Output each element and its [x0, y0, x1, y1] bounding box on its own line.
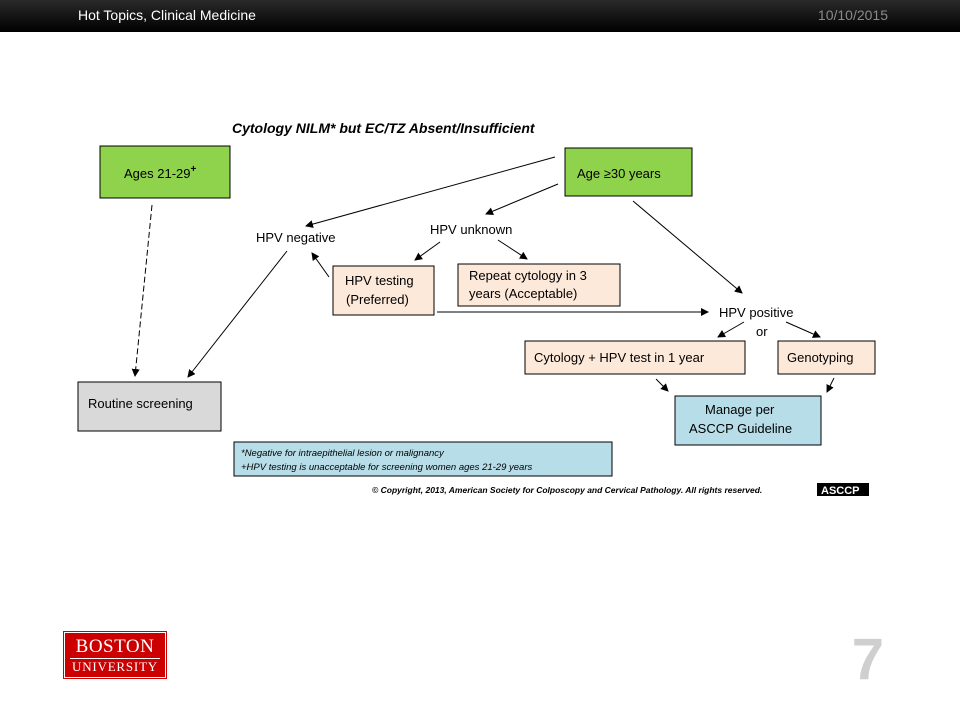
age-30-label: Age ≥30 years — [577, 166, 661, 181]
arrow-unknown-repeat — [497, 239, 528, 260]
diagram-title: Cytology NILM* but EC/TZ Absent/Insuffic… — [232, 120, 536, 136]
logo-line-boston: BOSTON — [75, 636, 155, 657]
hpv-positive-label: HPV positive — [719, 305, 793, 320]
hpv-testing-label: HPV testing — [345, 273, 414, 288]
header-bar: Hot Topics, Clinical Medicine 10/10/2015 — [0, 0, 960, 32]
asccp-logo: ASCCP — [817, 483, 869, 497]
hpv-negative-label: HPV negative — [256, 230, 336, 245]
arrow-hpvpos-cytology — [717, 321, 745, 338]
routine-screening-label: Routine screening — [88, 396, 193, 411]
repeat-cytology-box — [457, 263, 621, 307]
footnote-box — [233, 441, 613, 477]
flowchart-diagram: Cytology NILM* but EC/TZ Absent/Insuffic… — [0, 100, 960, 500]
arrow-unknown-testing — [414, 241, 441, 261]
age-30-box — [564, 147, 693, 197]
arrow-genotyping-manage — [826, 377, 835, 393]
genotyping-label: Genotyping — [787, 350, 854, 365]
boston-university-logo: BOSTON UNIVERSITY — [64, 632, 166, 678]
hpv-unknown-label: HPV unknown — [430, 222, 512, 237]
ages-21-29-box — [99, 145, 231, 199]
presentation-date: 10/10/2015 — [817, 7, 888, 23]
repeat-cytology-acceptable-label: years (Acceptable) — [469, 286, 577, 301]
routine-screening-box — [77, 381, 222, 432]
hpv-testing-preferred-label: (Preferred) — [346, 292, 409, 307]
arrow-testing-hpvneg — [311, 252, 330, 278]
manage-asccp-box — [674, 395, 822, 446]
footnote-nilm: *Negative for intraepithelial lesion or … — [241, 448, 445, 459]
asccp-guideline-label: ASCCP Guideline — [689, 421, 792, 436]
or-label: or — [756, 324, 768, 339]
arrow-cytology-manage — [655, 378, 669, 392]
arrow-age30-hpvunknown — [485, 183, 559, 215]
slide-number: 7 — [851, 627, 884, 692]
arrow-age30-hpvneg — [305, 156, 556, 228]
arrow-ages21-routine — [131, 204, 153, 377]
manage-label: Manage per — [705, 402, 775, 417]
copyright-text: © Copyright, 2013, American Society for … — [372, 485, 762, 495]
cytology-hpv-box — [524, 340, 746, 375]
arrow-hpvneg-routine — [187, 250, 288, 378]
footnote-hpv-21-29: +HPV testing is unacceptable for screeni… — [241, 462, 532, 473]
presentation-title: Hot Topics, Clinical Medicine — [78, 7, 256, 23]
repeat-cytology-label: Repeat cytology in 3 — [469, 268, 587, 283]
arrow-age30-hpvpos — [632, 200, 743, 294]
asccp-logo-text: ASCCP — [821, 485, 860, 497]
hpv-testing-box — [332, 265, 435, 316]
flowchart-svg: Cytology NILM* but EC/TZ Absent/Insuffic… — [77, 120, 876, 497]
genotyping-box — [777, 340, 876, 375]
ages-21-29-label: Ages 21-29+ — [124, 164, 197, 181]
arrow-hpvpos-genotyping — [785, 321, 821, 338]
logo-line-university: UNIVERSITY — [70, 658, 160, 674]
cytology-hpv-label: Cytology + HPV test in 1 year — [534, 350, 705, 365]
